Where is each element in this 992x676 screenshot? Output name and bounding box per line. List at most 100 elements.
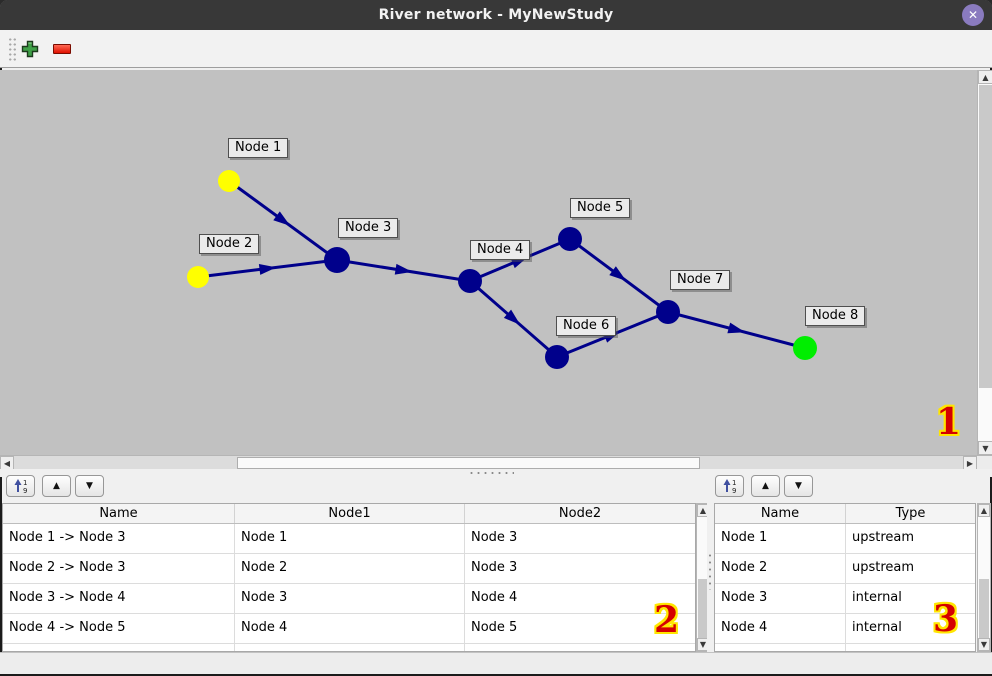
table-row[interactable]: Node 2 upstream: [715, 554, 975, 584]
links-table-scrollbar[interactable]: ▲ ▼: [696, 503, 710, 652]
link-node1-cell[interactable]: Node 4: [235, 614, 465, 643]
table-row[interactable]: Node 4 -> Node 5 Node 4 Node 5: [3, 614, 695, 644]
toolbar-drag-grip-icon[interactable]: [8, 37, 17, 61]
red-minus-icon: [53, 44, 71, 54]
table-row[interactable]: Node 4 internal: [715, 614, 975, 644]
scroll-down-icon[interactable]: ▼: [697, 638, 709, 651]
scrollbar-corner: [977, 455, 992, 469]
network-node[interactable]: [656, 300, 680, 324]
scroll-down-icon[interactable]: ▼: [978, 638, 990, 651]
scroll-down-icon[interactable]: ▼: [978, 441, 992, 455]
link-name-cell[interactable]: Node 2 -> Node 3: [3, 554, 235, 583]
network-node[interactable]: [558, 227, 582, 251]
link-node1-cell[interactable]: Node 2: [235, 554, 465, 583]
node-label: Node 4: [470, 240, 531, 260]
links-move-up-button[interactable]: ▲: [42, 475, 71, 497]
link-name-cell[interactable]: Node 4 -> Node 5: [3, 614, 235, 643]
horizontal-splitter[interactable]: [0, 469, 992, 477]
network-edge[interactable]: [336, 258, 471, 283]
table-row-partial: [3, 644, 695, 651]
node-type-cell[interactable]: internal: [852, 590, 902, 605]
nodes-move-down-button[interactable]: ▼: [784, 475, 813, 497]
scrollbar-thumb[interactable]: [979, 85, 992, 388]
network-node[interactable]: [545, 345, 569, 369]
column-header-node1[interactable]: Node1: [235, 504, 465, 523]
node-type-cell[interactable]: upstream: [852, 530, 915, 545]
link-node2-cell[interactable]: Node 4: [471, 590, 518, 605]
network-node[interactable]: [218, 170, 240, 192]
node-name-cell[interactable]: Node 2: [715, 554, 846, 583]
network-edge[interactable]: [228, 179, 338, 262]
network-edge[interactable]: [469, 279, 558, 359]
network-canvas-svg[interactable]: [0, 70, 977, 455]
network-node[interactable]: [793, 336, 817, 360]
table-row[interactable]: Node 2 -> Node 3 Node 2 Node 3: [3, 554, 695, 584]
link-name-cell[interactable]: Node 3 -> Node 4: [3, 584, 235, 613]
node-name-cell[interactable]: Node 4: [715, 614, 846, 643]
links-table: Name Node1 Node2 Node 1 -> Node 3 Node 1…: [2, 503, 696, 652]
nodes-move-up-button[interactable]: ▲: [751, 475, 780, 497]
scrollbar-thumb[interactable]: [698, 579, 708, 640]
canvas-vertical-scrollbar[interactable]: ▲ ▼: [977, 70, 992, 455]
table-row[interactable]: Node 3 internal: [715, 584, 975, 614]
network-edge[interactable]: [197, 258, 338, 279]
scrollbar-thumb[interactable]: [979, 579, 989, 640]
scroll-right-icon[interactable]: ▶: [963, 456, 977, 470]
node-label: Node 3: [338, 218, 399, 238]
svg-text:1: 1: [732, 479, 736, 487]
title-bar[interactable]: River network - MyNewStudy ✕: [0, 0, 992, 30]
close-button[interactable]: ✕: [962, 4, 984, 26]
link-node2-cell[interactable]: Node 3: [471, 530, 518, 545]
scroll-left-icon[interactable]: ◀: [0, 456, 14, 470]
nodes-table-scrollbar[interactable]: ▲ ▼: [977, 503, 991, 652]
edge-arrow-icon: [258, 264, 277, 275]
node-label: Node 1: [228, 138, 289, 158]
close-icon: ✕: [967, 8, 979, 22]
canvas-horizontal-scrollbar[interactable]: ◀ ▶: [0, 455, 977, 470]
links-sort-button[interactable]: 1 9: [6, 475, 35, 497]
node-label: Node 6: [556, 316, 617, 336]
network-edge[interactable]: [667, 310, 806, 350]
link-name-cell[interactable]: Node 1 -> Node 3: [3, 524, 235, 553]
link-node2-cell[interactable]: Node 5: [471, 620, 518, 635]
table-row[interactable]: Node 1 -> Node 3 Node 1 Node 3: [3, 524, 695, 554]
network-node[interactable]: [187, 266, 209, 288]
scroll-up-icon[interactable]: ▲: [978, 70, 992, 84]
link-node1-cell[interactable]: Node 3: [235, 584, 465, 613]
remove-node-button[interactable]: [50, 37, 74, 61]
network-node[interactable]: [324, 247, 350, 273]
link-node1-cell[interactable]: Node 1: [235, 524, 465, 553]
edge-arrow-icon: [609, 266, 627, 281]
edge-arrow-icon: [727, 322, 746, 334]
sort-ascending-icon: 1 9: [14, 479, 27, 494]
network-node[interactable]: [458, 269, 482, 293]
table-row[interactable]: Node 1 upstream: [715, 524, 975, 554]
status-bar: [0, 652, 992, 674]
links-move-down-button[interactable]: ▼: [75, 475, 104, 497]
node-type-cell[interactable]: internal: [852, 620, 902, 635]
nodes-table-header: Name Type: [715, 504, 975, 524]
link-node2-cell[interactable]: Node 3: [471, 560, 518, 575]
network-edge[interactable]: [569, 237, 669, 314]
column-header-type[interactable]: Type: [895, 506, 926, 521]
svg-text:9: 9: [732, 487, 736, 494]
add-node-button[interactable]: [18, 37, 42, 61]
panel-divider[interactable]: [707, 477, 713, 652]
node-type-cell[interactable]: upstream: [852, 560, 915, 575]
column-header-node2[interactable]: Node2: [558, 506, 602, 521]
scroll-up-icon[interactable]: ▲: [978, 504, 990, 517]
annotation-number: 2: [654, 599, 680, 641]
divider-grip-icon: [708, 552, 712, 590]
node-name-cell[interactable]: Node 1: [715, 524, 846, 553]
node-name-cell[interactable]: Node 3: [715, 584, 846, 613]
column-header-name[interactable]: Name: [3, 504, 235, 523]
scrollbar-thumb[interactable]: [237, 457, 700, 469]
node-label: Node 2: [199, 234, 260, 254]
annotation-number: 1: [936, 401, 962, 443]
table-row[interactable]: Node 3 -> Node 4 Node 3 Node 4: [3, 584, 695, 614]
column-header-name[interactable]: Name: [715, 504, 846, 523]
annotation-number: 3: [933, 598, 959, 640]
table-row-partial: [715, 644, 975, 651]
nodes-sort-button[interactable]: 1 9: [715, 475, 744, 497]
